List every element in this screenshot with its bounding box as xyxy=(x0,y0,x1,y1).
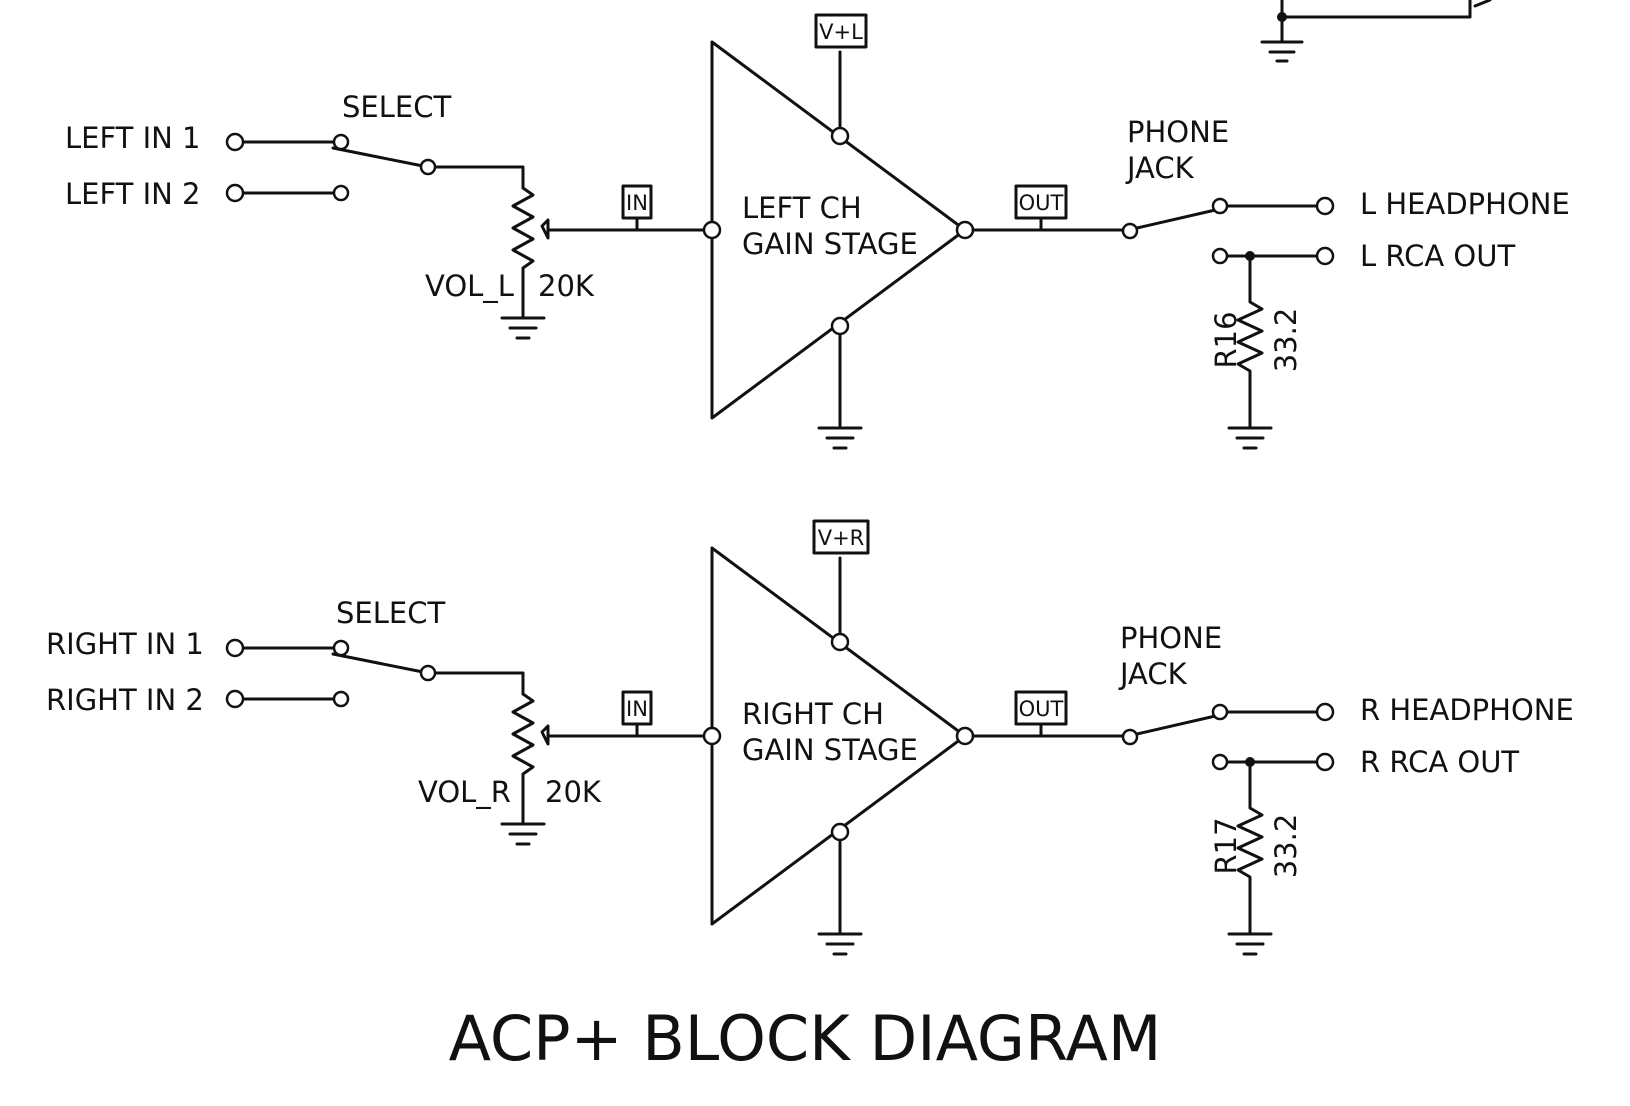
supply-net-tag: V+R xyxy=(812,519,870,555)
ground-symbol xyxy=(1227,932,1273,956)
input-terminal xyxy=(225,638,245,658)
input-label: LEFT IN 2 xyxy=(65,177,201,211)
left-channel: LEFT IN 1 LEFT IN 2 SELECT VOL_L 20K xyxy=(65,13,1570,450)
out-net-tag: OUT xyxy=(1014,184,1068,232)
jack-label: PHONE xyxy=(1127,115,1229,149)
pot-value-label: 20K xyxy=(545,775,602,809)
output-terminal xyxy=(1315,702,1335,722)
headphone-output-label: L HEADPHONE xyxy=(1360,187,1570,221)
in-net-tag: IN xyxy=(621,184,653,232)
jack-label: JACK xyxy=(1118,657,1188,691)
stage-label: RIGHT CH xyxy=(742,697,884,731)
input-selector-switch xyxy=(225,132,525,203)
stage-label: GAIN STAGE xyxy=(742,227,918,261)
select-label: SELECT xyxy=(342,90,451,124)
rca-output-label: R RCA OUT xyxy=(1360,745,1519,779)
svg-text:OUT: OUT xyxy=(1019,191,1064,215)
input-terminal xyxy=(225,132,245,152)
pot-value-label: 20K xyxy=(538,269,595,303)
supply-net-tag: V+L xyxy=(814,13,868,49)
input-terminal xyxy=(225,689,245,709)
diagram-title: ACP+ BLOCK DIAGRAM xyxy=(449,1002,1162,1075)
input-label: RIGHT IN 1 xyxy=(46,627,204,661)
ground-symbol xyxy=(817,426,863,450)
ground-symbol xyxy=(500,822,546,846)
output-terminal xyxy=(1315,752,1335,772)
input-label: RIGHT IN 2 xyxy=(46,683,204,717)
jack-label: PHONE xyxy=(1120,621,1222,655)
svg-text:IN: IN xyxy=(626,191,648,215)
volume-potentiometer xyxy=(500,186,714,340)
ground-symbol xyxy=(1260,40,1304,63)
phone-jack-switch xyxy=(1121,196,1335,266)
headphone-output-label: R HEADPHONE xyxy=(1360,693,1574,727)
resistor-value-label: 33.2 xyxy=(1269,814,1303,879)
phone-jack-switch xyxy=(1121,702,1335,772)
input-label: LEFT IN 1 xyxy=(65,121,201,155)
svg-text:V+L: V+L xyxy=(819,20,863,44)
svg-text:V+R: V+R xyxy=(818,526,865,550)
stage-label: LEFT CH xyxy=(742,191,862,225)
rca-output-label: L RCA OUT xyxy=(1360,239,1515,273)
ground-symbol xyxy=(817,932,863,956)
resistor-ref-label: R17 xyxy=(1209,817,1243,874)
jack-label: JACK xyxy=(1125,151,1195,185)
input-selector-switch xyxy=(225,638,525,709)
select-label: SELECT xyxy=(336,596,445,630)
right-channel: RIGHT IN 1 RIGHT IN 2 SELECT VOL_R 20K xyxy=(46,519,1574,956)
gain-stage-amplifier xyxy=(702,546,975,956)
stage-label: GAIN STAGE xyxy=(742,733,918,767)
load-resistor xyxy=(1227,760,1273,956)
in-net-tag: IN xyxy=(621,690,653,738)
out-net-tag: OUT xyxy=(1014,690,1068,738)
pot-name-label: VOL_R xyxy=(418,775,511,809)
gain-stage-amplifier xyxy=(702,40,975,450)
svg-text:IN: IN xyxy=(626,697,648,721)
resistor-value-label: 33.2 xyxy=(1269,308,1303,373)
resistor-ref-label: R16 xyxy=(1209,311,1243,368)
pot-name-label: VOL_L xyxy=(425,269,514,303)
volume-potentiometer xyxy=(500,692,714,846)
input-terminal xyxy=(225,183,245,203)
output-terminal xyxy=(1315,196,1335,216)
ground-symbol xyxy=(1227,426,1273,450)
top-partial-circuit xyxy=(1260,0,1492,63)
output-terminal xyxy=(1315,246,1335,266)
load-resistor xyxy=(1227,254,1273,450)
ground-symbol xyxy=(500,316,546,340)
svg-text:OUT: OUT xyxy=(1019,697,1064,721)
